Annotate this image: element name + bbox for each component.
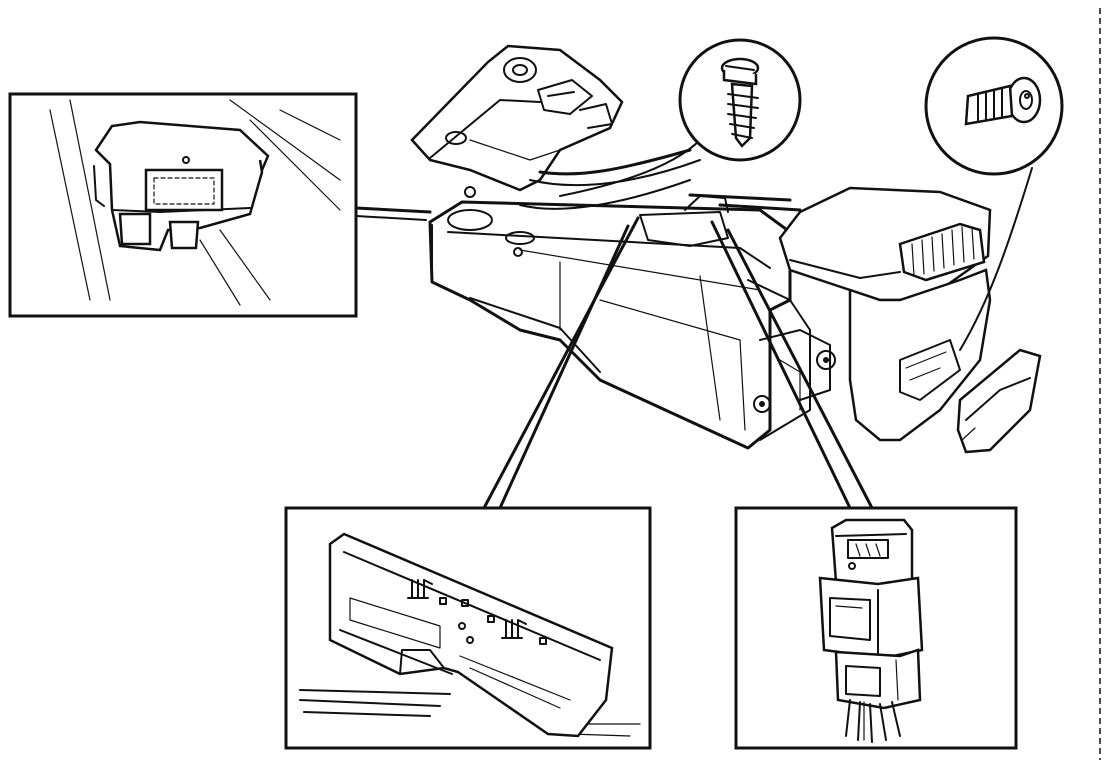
connector-detail <box>734 506 1018 750</box>
leader-lines <box>354 139 1033 510</box>
rocker-switch-icon <box>49 99 341 306</box>
switch-panel-icon <box>299 532 641 738</box>
ribbed-grip <box>898 222 986 282</box>
upper-trim-panel <box>410 44 701 210</box>
bolt-callout <box>924 36 1064 176</box>
electrical-connector-icon <box>818 518 924 743</box>
center-console <box>428 186 836 450</box>
screw-icon <box>720 57 760 148</box>
bolt-icon <box>964 76 1042 126</box>
screw-callout <box>678 38 802 162</box>
rocker-switch-detail <box>8 92 358 318</box>
switch-panel-detail <box>284 506 652 750</box>
rear-ashtray-housing <box>778 186 1042 454</box>
